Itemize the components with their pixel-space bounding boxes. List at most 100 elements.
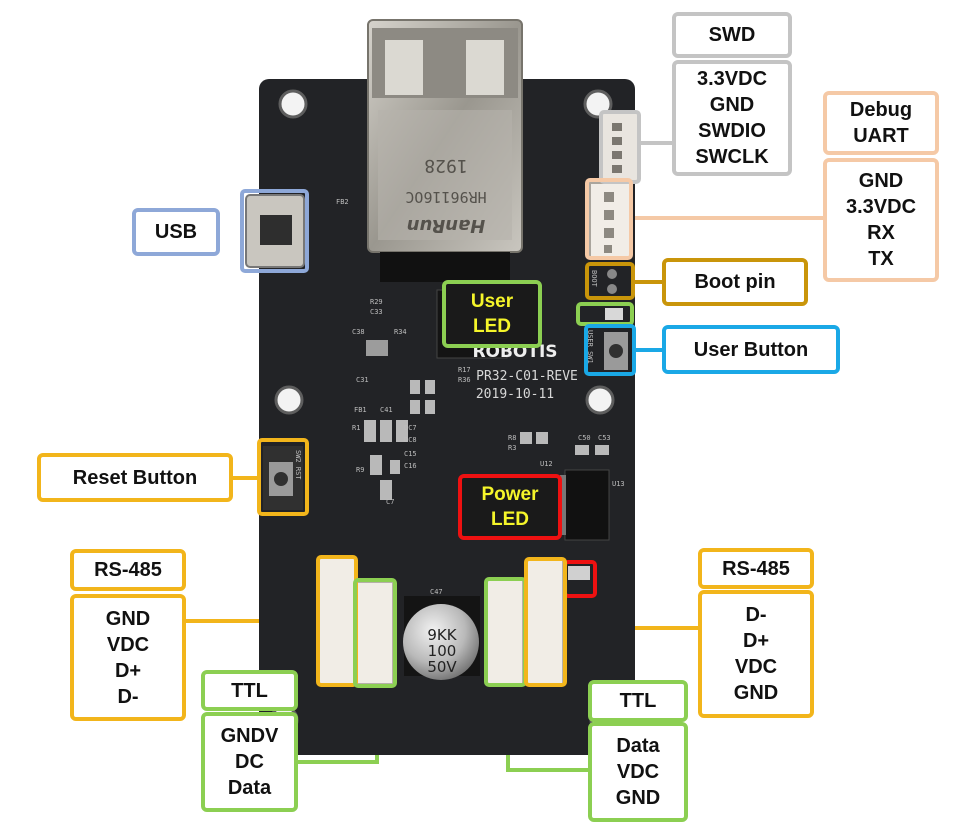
debug-title-line: Debug	[849, 99, 913, 121]
boot-pin-label: Boot pin	[662, 258, 808, 306]
user-led-line: LED	[473, 316, 511, 337]
svg-text:HanRun: HanRun	[407, 215, 486, 236]
ttl-left-title: TTL	[231, 679, 268, 702]
silkscreen-label: U13	[612, 480, 625, 488]
silkscreen-label: FB2	[336, 198, 349, 206]
ttl-left-title-label: TTL	[201, 670, 298, 711]
swd-highlight	[599, 110, 641, 184]
silkscreen-label: R3	[508, 444, 516, 452]
silkscreen-label: C7	[386, 498, 394, 506]
ttl-right-title: TTL	[619, 690, 657, 712]
silkscreen-label: USER SW1	[586, 330, 594, 364]
swd-pin: GND	[709, 94, 755, 116]
boot-pin-text: Boot pin	[694, 271, 776, 293]
silkscreen-label: U12	[540, 460, 553, 468]
silkscreen-label: C50	[578, 434, 591, 442]
user-button-label: User Button	[662, 325, 840, 374]
reset-highlight	[257, 438, 309, 516]
regulator-chip	[564, 469, 610, 541]
ttl-right-pin: VDC	[616, 761, 660, 783]
reset-button-text: Reset Button	[72, 466, 198, 489]
usb-label: USB	[132, 208, 220, 256]
rs485-right-pin: VDC	[734, 656, 778, 678]
rs485-left-pin: GND	[105, 607, 151, 630]
silkscreen-label: C31	[356, 376, 369, 384]
power-led-line: LED	[491, 509, 529, 530]
swd-pin: 3.3VDC	[696, 68, 768, 90]
ttl-left-pins-label: GNDV DC Data	[201, 712, 298, 812]
rs485-right-pins-label: D- D+ VDC GND	[698, 590, 814, 718]
rs485-left-pin: VDC	[106, 633, 150, 656]
silkscreen-label: R17	[458, 366, 471, 374]
rs485-right-pin: D-	[745, 604, 767, 626]
smd-components	[364, 340, 609, 500]
user-led	[605, 308, 623, 320]
silkscreen-label: C33	[370, 308, 383, 316]
debug-pins-label: GND 3.3VDC RX TX	[823, 158, 939, 282]
rs485-left-title: RS-485	[94, 559, 162, 581]
silkscreen-label: FB1	[354, 406, 367, 414]
user-led-line: User	[470, 291, 514, 312]
boot-pins	[607, 269, 617, 294]
svg-text:50V: 50V	[427, 658, 457, 676]
silkscreen-label: SW2 RST	[294, 450, 302, 480]
usb-text: USB	[154, 221, 198, 243]
silkscreen-label: R1	[352, 424, 360, 432]
model-text: PR32-C01-REVE	[476, 369, 578, 384]
silkscreen-label: R9	[356, 466, 364, 474]
swd-pin: SWCLK	[695, 146, 769, 168]
rs485-right-highlight	[524, 557, 567, 687]
debug-pin: TX	[868, 248, 894, 270]
swd-title: SWD	[708, 24, 756, 46]
debug-highlight	[585, 178, 633, 260]
rs485-left-title-label: RS-485	[70, 549, 186, 591]
rs485-right-title: RS-485	[722, 557, 790, 580]
user-button-highlight	[584, 324, 636, 376]
silkscreen-label: C53	[598, 434, 611, 442]
silkscreen-label: DC7	[404, 424, 417, 432]
rs485-left-pin: D+	[114, 659, 142, 682]
power-led-label: Power LED	[458, 474, 562, 540]
rs485-left-pins-label: GND VDC D+ D-	[70, 594, 186, 721]
silkscreen-label: R34	[394, 328, 407, 336]
silkscreen-label: BOOT	[590, 270, 598, 288]
ttl-right-pins-label: Data VDC GND	[588, 722, 688, 822]
ttl-right-pin: Data	[616, 735, 660, 757]
silkscreen-label: C47	[430, 588, 443, 596]
usb-highlight	[240, 189, 309, 273]
rs485-right-pin: D+	[742, 630, 770, 652]
debug-pin: 3.3VDC	[845, 196, 917, 218]
power-led-highlight	[563, 560, 597, 598]
swd-title-label: SWD	[672, 12, 792, 58]
silkscreen-label: C15	[404, 450, 417, 458]
silkscreen-label: C41	[380, 406, 393, 414]
capacitor: 9KK 100 50V	[403, 596, 480, 680]
rs485-left-highlight	[316, 555, 358, 687]
boot-highlight	[585, 262, 635, 300]
ttl-right-highlight	[484, 577, 527, 687]
power-led-line: Power	[481, 484, 539, 505]
ttl-left-pin: DC	[235, 751, 264, 773]
ttl-left-pin: Data	[227, 777, 272, 799]
swd-pins-label: 3.3VDC GND SWDIO SWCLK	[672, 60, 792, 176]
silkscreen-label: C38	[352, 328, 365, 336]
rs485-right-title-label: RS-485	[698, 548, 814, 589]
silkscreen-label: C16	[404, 462, 417, 470]
debug-title-line: UART	[853, 125, 909, 147]
debug-pin: RX	[867, 222, 895, 244]
svg-text:100: 100	[428, 642, 457, 660]
rs485-left-pin: D-	[117, 685, 139, 708]
ttl-left-highlight	[353, 578, 397, 688]
debug-pin: GND	[858, 170, 904, 192]
date-text: 2019-10-11	[476, 387, 554, 402]
debug-title-label: Debug UART	[823, 91, 939, 155]
user-led-highlight	[576, 302, 634, 326]
silkscreen-label: DC8	[404, 436, 417, 444]
svg-text:1928: 1928	[424, 155, 467, 176]
svg-text:9KK: 9KK	[427, 626, 457, 644]
ethernet-jack: 1928 HR96116OC HanRun	[367, 19, 523, 282]
ttl-left-pin: GNDV	[220, 725, 279, 747]
user-led-label: User LED	[442, 280, 542, 348]
